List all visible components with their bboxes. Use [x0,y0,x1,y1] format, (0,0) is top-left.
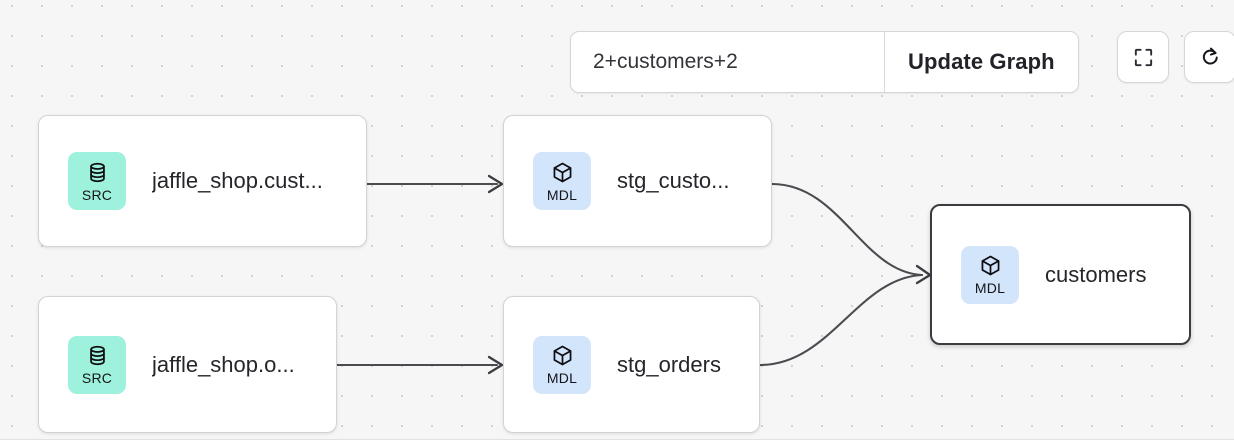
node-badge-mdl: MDL [533,335,591,394]
fit-view-icon [1132,46,1155,69]
reload-icon [1198,45,1223,70]
node-badge-label: SRC [81,186,113,203]
toolbar-divider [884,32,885,92]
update-graph-button[interactable]: Update Graph [885,32,1078,92]
node-badge-label: SRC [81,370,113,386]
node-label: customers [1045,261,1147,287]
graph-node-jaffle-shop-orders[interactable]: SRC jaffle_shop.o... [38,296,337,433]
arrowhead-stg-orders [487,355,504,375]
reload-button[interactable] [1184,31,1234,83]
cube-icon [551,344,574,367]
node-badge-src: SRC [68,152,126,210]
node-label: jaffle_shop.cust... [152,168,323,193]
graph-query-input[interactable] [571,32,884,92]
graph-query-toolbar: Update Graph [570,31,1079,93]
node-badge-label: MDL [974,280,1006,296]
node-badge-label: MDL [546,186,578,203]
node-badge-label: MDL [546,370,578,386]
node-label: stg_orders [617,351,721,377]
arrowhead-stg-customers [487,174,504,194]
graph-node-stg-orders[interactable]: MDL stg_orders [503,296,760,433]
edge-stg-orders-to-customers [758,273,924,367]
cube-icon [551,161,574,184]
node-label: jaffle_shop.o... [152,351,295,377]
graph-node-stg-customers[interactable]: MDL stg_custo... [503,115,772,247]
graph-node-jaffle-shop-customers[interactable]: SRC jaffle_shop.cust... [38,115,367,247]
node-badge-src: SRC [68,335,126,394]
graph-node-customers[interactable]: MDL customers [930,204,1191,345]
fit-view-button[interactable] [1117,31,1169,83]
arrowhead-customers [915,264,932,285]
node-badge-mdl: MDL [961,245,1019,304]
database-icon [86,344,109,367]
cube-icon [979,254,1002,277]
node-label: stg_custo... [617,168,730,193]
edge-stg-customers-to-customers [770,182,924,277]
node-badge-mdl: MDL [533,152,591,210]
database-icon [86,161,109,184]
